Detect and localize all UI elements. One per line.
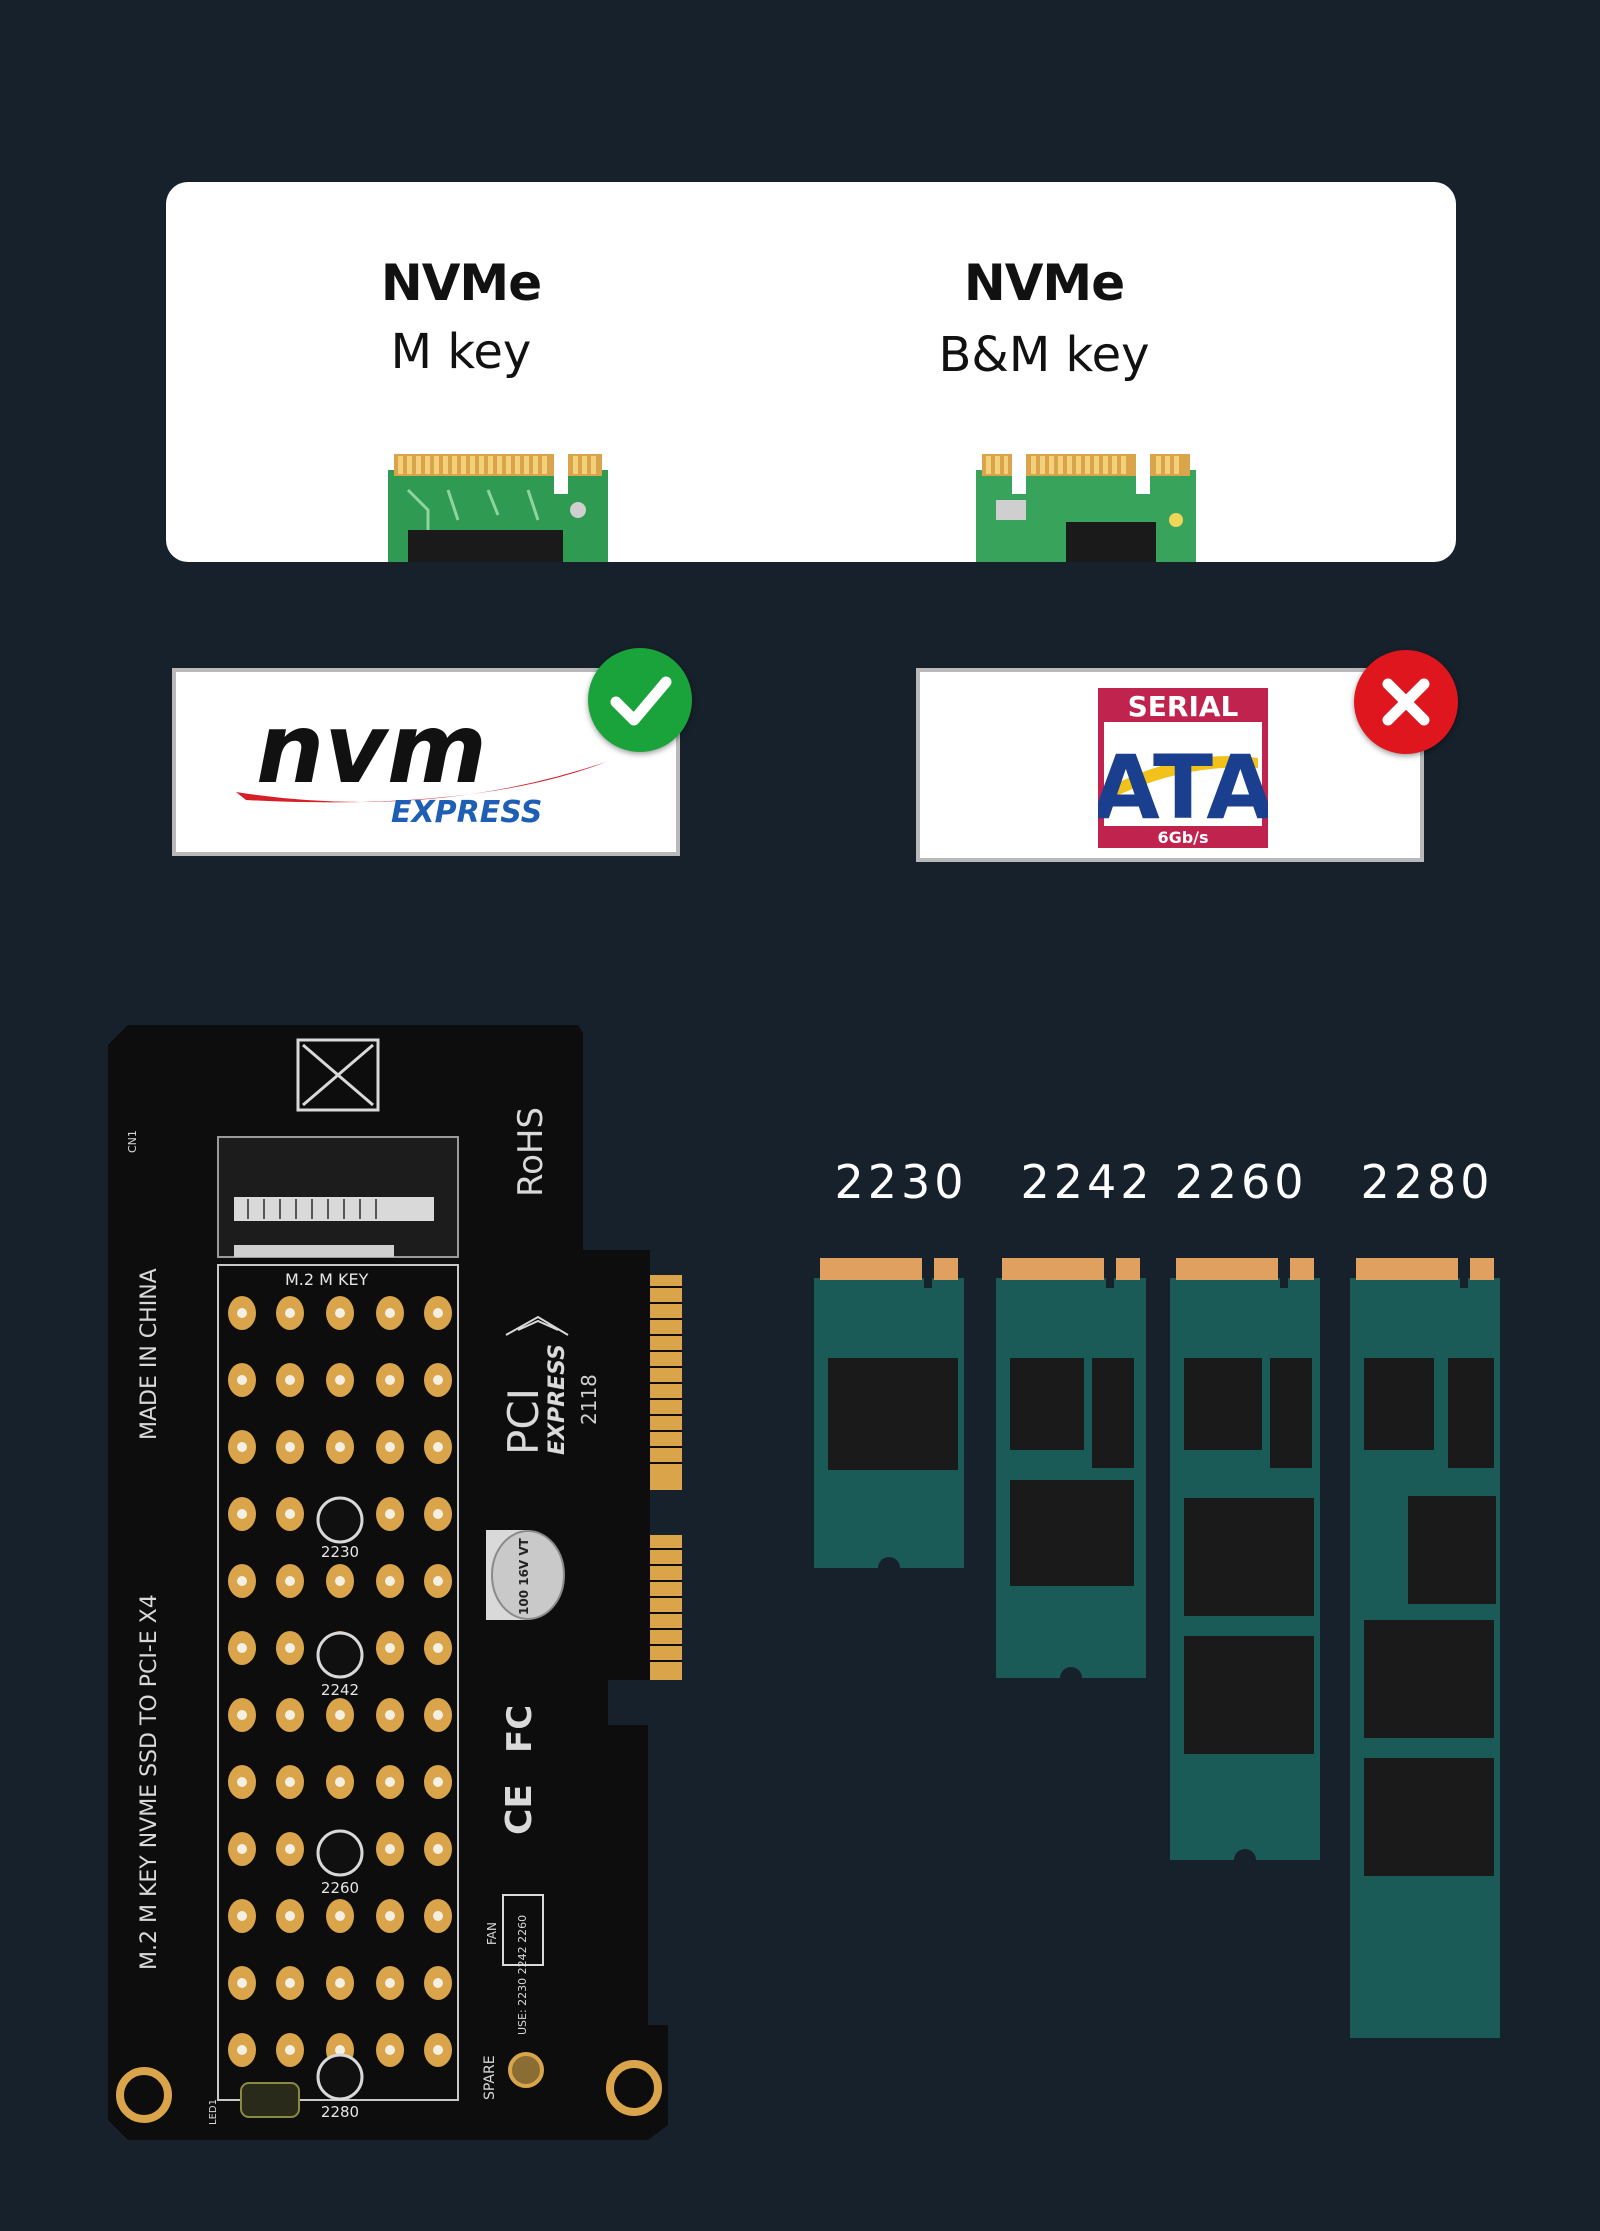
pci-express-logo-text: EXPRESS — [545, 1344, 570, 1455]
ssd-chip — [1270, 1358, 1312, 1468]
led-label: LED1 — [208, 2099, 219, 2125]
ssd-2260 — [1170, 1258, 1320, 1871]
fan-connector-icon — [502, 1894, 544, 1966]
ssd-2230 — [814, 1258, 964, 1579]
ssd-chip — [1364, 1620, 1494, 1738]
ssd-chip — [1184, 1636, 1314, 1754]
ssd-chip — [1010, 1358, 1084, 1450]
capacitor-label: 100 16V VT — [517, 1537, 531, 1615]
ssd-chip — [1184, 1358, 1262, 1450]
fan-label: FAN — [485, 1922, 499, 1945]
ce-mark: CE — [499, 1784, 540, 1835]
spare-standoff — [508, 2052, 544, 2088]
length-label-2280: 2280 — [1360, 1155, 1494, 1209]
spare-label: SPARE — [482, 2055, 498, 2100]
sata-logo-main: ATA — [1098, 736, 1268, 839]
ssd-size-illustrations — [814, 1258, 1500, 2038]
mount-label-2280: 2280 — [321, 2103, 359, 2121]
mount-hole — [316, 1829, 364, 1877]
pci-logo-text: PCI — [499, 1388, 548, 1455]
ssd-chip — [1184, 1498, 1314, 1616]
ssd-chip — [1364, 1358, 1434, 1450]
ssd-2242 — [996, 1258, 1146, 1689]
cross-icon — [1382, 678, 1430, 726]
m-key-ssd-image — [388, 454, 608, 562]
nvme-express-logo: nvm EXPRESS — [236, 693, 606, 830]
left-key-title: NVMe — [380, 254, 542, 312]
ssd-chip — [1092, 1358, 1134, 1468]
length-label-2230: 2230 — [834, 1155, 968, 1209]
pcie-adapter-card: CN1 M.2 M KEY 2230 2242 2260 2280 M.2 M … — [108, 1025, 682, 2140]
date-code-text: 2118 — [577, 1374, 601, 1425]
ssd-chip — [828, 1358, 958, 1470]
mount-label-2242: 2242 — [321, 1681, 359, 1699]
mount-hole — [316, 2053, 364, 2101]
serial-ata-logo: SERIAL ATA 6Gb/s — [1098, 688, 1268, 848]
sata-logo-box: SERIAL ATA 6Gb/s — [916, 668, 1424, 862]
not-supported-x-badge — [1354, 650, 1458, 754]
ssd-chip — [1010, 1480, 1134, 1586]
sata-logo-speed: 6Gb/s — [1157, 828, 1208, 847]
checkmark-icon — [610, 676, 672, 726]
right-key-subtitle: B&M key — [938, 327, 1150, 383]
connector-label: CN1 — [126, 1130, 139, 1153]
standoff-pad-grid — [228, 1296, 452, 2101]
nvme-logo-main: nvm — [256, 693, 487, 805]
capacitor-icon — [491, 1530, 565, 1620]
ssd-chip — [1364, 1758, 1494, 1876]
right-key-title: NVMe — [963, 254, 1125, 312]
ssd-chip — [1448, 1358, 1494, 1468]
mount-label-2260: 2260 — [321, 1879, 359, 1897]
weee-icon — [296, 1038, 380, 1112]
pci-express-arrow-icon — [505, 1315, 569, 1336]
ssd-2280 — [1350, 1258, 1500, 2038]
length-label-2242: 2242 — [1020, 1155, 1154, 1209]
use-label: USE: 2230 2242 2260 — [516, 1915, 529, 2035]
supported-check-badge — [588, 648, 692, 752]
nvme-logo-sub: EXPRESS — [391, 795, 542, 830]
length-label-2260: 2260 — [1174, 1155, 1308, 1209]
mount-hole — [316, 1496, 364, 1544]
mount-label-2230: 2230 — [321, 1543, 359, 1561]
sata-logo-top: SERIAL — [1128, 690, 1239, 723]
slot-key-label: M.2 M KEY — [285, 1270, 369, 1289]
card-description-text: M.2 M KEY NVME SSD TO PCI-E X4 — [137, 1594, 162, 1970]
fc-mark: FC — [500, 1705, 540, 1753]
mount-hole — [316, 1631, 364, 1679]
made-in-text: MADE IN CHINA — [137, 1268, 162, 1440]
left-key-subtitle: M key — [390, 324, 532, 380]
ssd-chip — [1408, 1496, 1496, 1604]
ssd-key-types-card: NVMe M key NVMe B&M key — [166, 182, 1456, 562]
rohs-text: RoHS — [511, 1107, 551, 1197]
bm-key-ssd-image — [976, 454, 1196, 562]
